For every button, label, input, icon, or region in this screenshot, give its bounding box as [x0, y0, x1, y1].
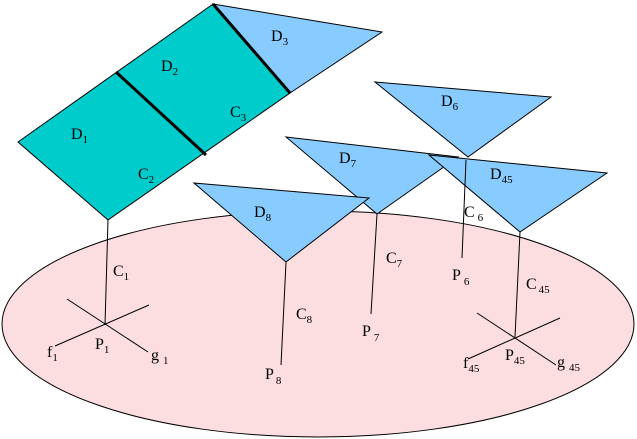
stem-c8: [280, 261, 287, 366]
label-d2: D2: [161, 58, 178, 78]
label-c2: C2: [138, 166, 154, 186]
label-d8: D8: [254, 204, 272, 224]
cross-p1-b: [54, 304, 150, 347]
label-p45: P45: [505, 347, 525, 367]
label-c8: C8: [296, 306, 313, 326]
stem-c7: [370, 213, 378, 315]
label-c7: C7: [386, 250, 403, 270]
label-d3: D3: [271, 28, 289, 48]
cross-p1-a: [66, 298, 149, 353]
label-c3: C3: [230, 104, 247, 124]
stem-c45: [514, 231, 521, 338]
label-d1: D1: [71, 126, 88, 146]
cross-p45-a: [476, 312, 557, 366]
divider-c2: [114, 70, 208, 157]
label-d6: D6: [441, 93, 459, 113]
divider-c3: [211, 3, 292, 94]
label-p1: P1: [95, 336, 109, 356]
stem-c6: [461, 159, 467, 259]
triangle-d6: [373, 81, 553, 158]
label-f45: f45: [463, 355, 480, 375]
triangle-d7: [284, 136, 460, 215]
triangle-d45: [427, 154, 609, 233]
label-c1: C1: [113, 263, 129, 283]
label-d7: D7: [339, 150, 357, 170]
label-f1: f1: [47, 344, 58, 364]
triangle-d8: [192, 182, 371, 263]
label-d45: D45: [490, 166, 513, 186]
base-ellipse: [1, 210, 635, 438]
stem-c1: [104, 219, 109, 326]
cross-p45-b: [467, 317, 561, 360]
